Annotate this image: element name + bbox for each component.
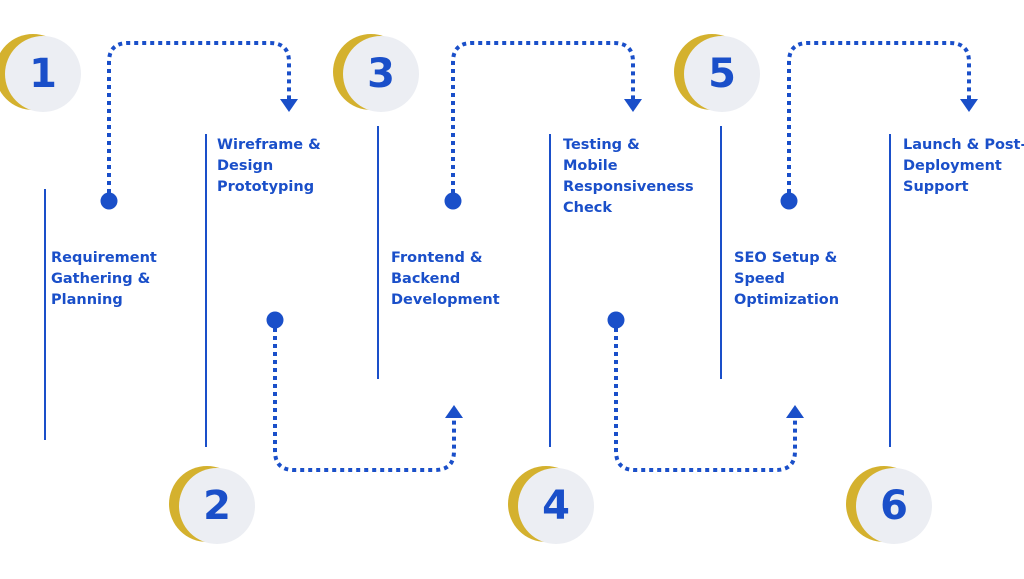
connector-4-5-start-dot xyxy=(607,311,625,329)
step-4-number: 4 xyxy=(542,483,570,529)
connector-3-4 xyxy=(451,41,635,201)
step-3-label: Frontend & Backend Development xyxy=(391,250,500,308)
divider-line-1 xyxy=(44,189,46,440)
step-1-label: Requirement Gathering & Planning xyxy=(51,250,157,308)
divider-line-2 xyxy=(205,134,207,447)
connector-4-5-arrowhead xyxy=(786,405,804,418)
step-5-badge: 5 xyxy=(684,36,760,112)
step-1-badge: 1 xyxy=(5,36,81,112)
connector-1-2-start-dot xyxy=(100,192,118,210)
step-3-number: 3 xyxy=(367,51,395,97)
divider-line-3 xyxy=(377,126,379,379)
step-6-badge: 6 xyxy=(856,468,932,544)
step-5-label: SEO Setup & Speed Optimization xyxy=(734,250,840,308)
step-2-badge: 2 xyxy=(179,468,255,544)
connector-3-4-arrowhead xyxy=(624,99,642,112)
step-1-number: 1 xyxy=(29,51,57,97)
connector-5-6 xyxy=(787,41,971,201)
connector-5-6-start-dot xyxy=(780,192,798,210)
connector-4-5 xyxy=(614,320,797,472)
divider-line-6 xyxy=(889,134,891,447)
connector-1-2 xyxy=(107,41,291,201)
step-4-badge: 4 xyxy=(518,468,594,544)
connector-3-4-start-dot xyxy=(444,192,462,210)
step-4-label: Testing & Mobile Responsiveness Check xyxy=(563,137,694,216)
divider-line-5 xyxy=(720,126,722,379)
step-6-number: 6 xyxy=(880,483,908,529)
step-6-label: Launch & Post- Deployment Support xyxy=(903,137,1024,195)
connector-1-2-arrowhead xyxy=(280,99,298,112)
step-2-label: Wireframe & Design Prototyping xyxy=(217,137,321,195)
connector-2-3 xyxy=(273,320,456,472)
connector-2-3-arrowhead xyxy=(445,405,463,418)
divider-line-4 xyxy=(549,134,551,447)
step-3-badge: 3 xyxy=(343,36,419,112)
step-2-number: 2 xyxy=(203,483,231,529)
connector-2-3-start-dot xyxy=(266,311,284,329)
step-5-number: 5 xyxy=(708,51,736,97)
connector-5-6-arrowhead xyxy=(960,99,978,112)
